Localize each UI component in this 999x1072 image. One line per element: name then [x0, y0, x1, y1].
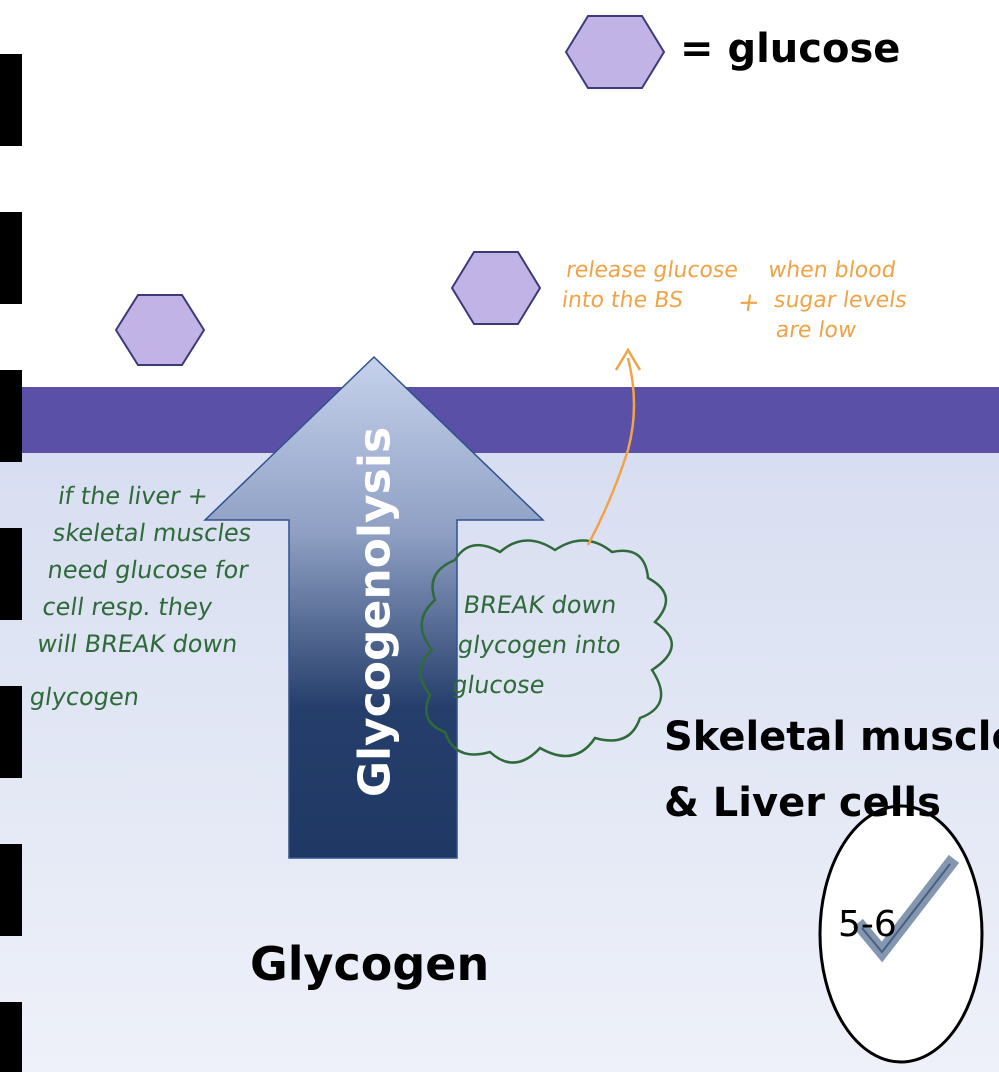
left-note: if the liver + skeletal muscles need glu…: [27, 478, 261, 716]
release-arrow: [586, 357, 636, 546]
legend-label: = glucose: [680, 26, 901, 72]
release-plus: +: [735, 288, 762, 318]
cell-type-label-line1: Skeletal muscle: [664, 714, 999, 760]
left-note-line: skeletal muscles: [51, 519, 254, 547]
cloud-note-line: glycogen into: [456, 631, 623, 659]
cell-type-label-line2: & Liver cells: [664, 780, 941, 826]
release-note-line: into the BS: [560, 288, 685, 313]
condition-note-line: sugar levels: [772, 288, 909, 313]
checkmark-outline: [861, 863, 951, 954]
condition-note: when blood sugar levels are low: [758, 256, 913, 346]
left-note-line: if the liver +: [56, 482, 210, 510]
left-note-line: need glucose for: [45, 556, 251, 584]
left-note-line: cell resp. they: [40, 593, 215, 621]
cloud-note: BREAK down glycogen into glucose: [450, 585, 630, 705]
thought-cloud: [419, 539, 673, 764]
release-note: release glucose into the BS: [560, 256, 740, 316]
legend-glucose-icon: [564, 15, 666, 89]
cell-membrane: [0, 387, 999, 453]
condition-note-line: are low: [774, 318, 858, 343]
grade-label: 5-6: [838, 904, 897, 945]
cloud-note-line: glucose: [450, 671, 547, 699]
glycogenolysis-arrow: [203, 355, 545, 859]
glucose-icon: [114, 294, 206, 366]
glycogenolysis-label: Glycogenolysis: [349, 426, 401, 798]
glycogen-label: Glycogen: [250, 937, 490, 991]
cloud-note-line: BREAK down: [461, 591, 619, 619]
release-note-line: release glucose: [564, 258, 740, 283]
left-note-line: will BREAK down: [35, 630, 240, 658]
condition-note-line: when blood: [766, 258, 898, 283]
left-note-line: glycogen: [27, 683, 142, 711]
glucose-icon: [450, 251, 542, 325]
boundary-dashes: [0, 54, 22, 1072]
release-arrowhead: [614, 347, 642, 371]
